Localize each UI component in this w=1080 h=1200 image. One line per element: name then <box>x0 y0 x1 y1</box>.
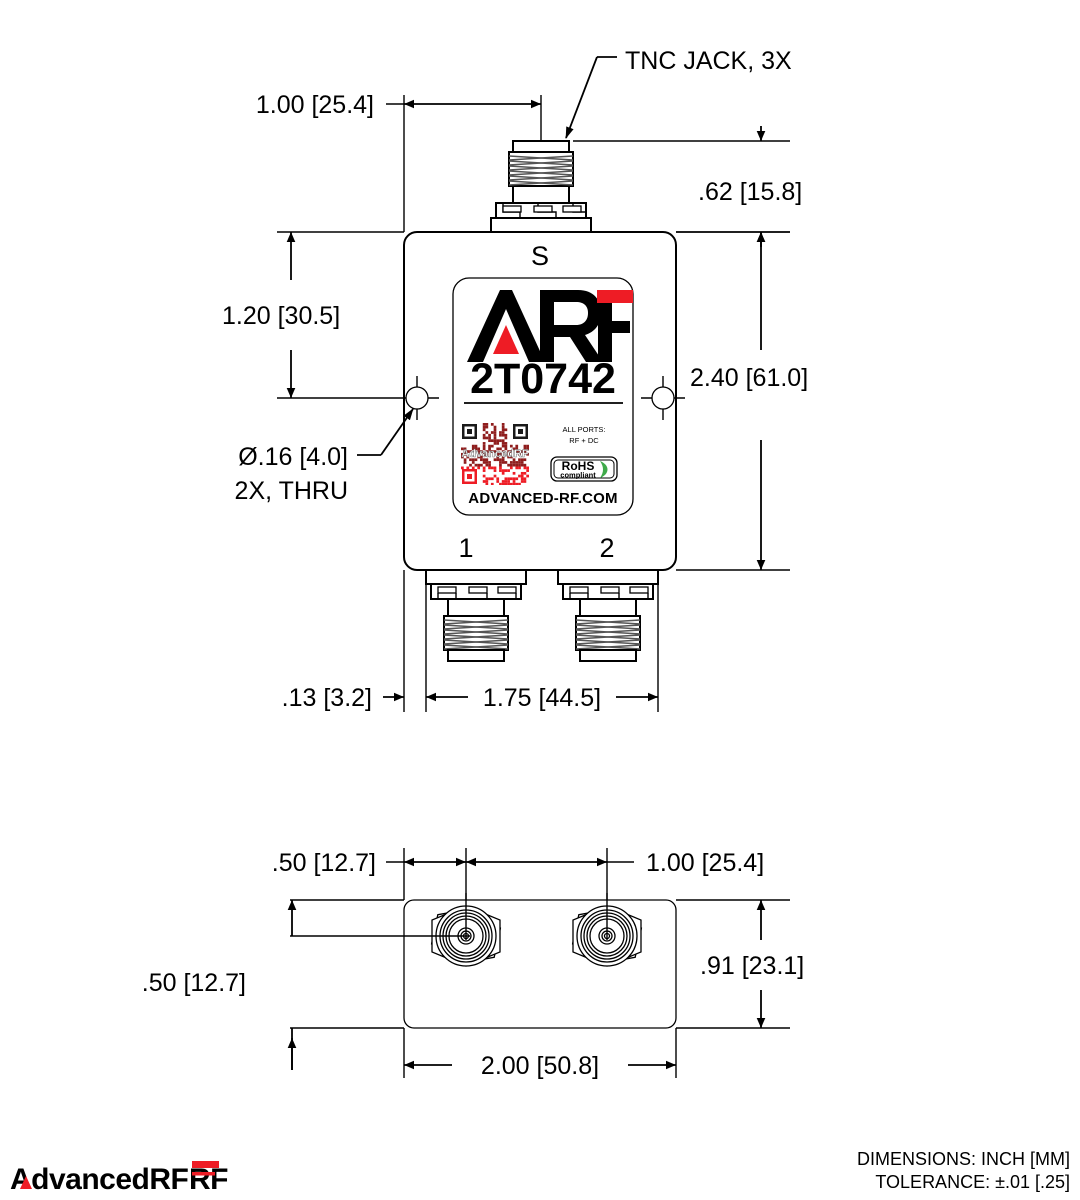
dim-text-port-spacing: 1.75 [44.5] <box>483 684 601 712</box>
dim-text-body-height: 2.40 [61.0] <box>690 364 808 392</box>
dim-text-connector-height: .62 [15.8] <box>698 178 802 206</box>
mounting-hole-right <box>641 376 685 420</box>
mounting-hole-left <box>395 376 439 420</box>
label-website: ADVANCED-RF.COM <box>468 490 617 507</box>
dim-text-bottom-port-pitch: 1.00 [25.4] <box>646 849 764 877</box>
dim-bottom-body-width: 2.00 [50.8] <box>403 1028 677 1080</box>
dim-bottom-left-offset: .50 [12.7] <box>272 848 467 900</box>
dim-port-spacing: 1.75 [44.5] <box>426 584 659 712</box>
footer-logo-accent-bar <box>192 1161 219 1168</box>
callout-tnc-jack: TNC JACK, 3X <box>565 47 792 139</box>
callout-text-tnc-jack: TNC JACK, 3X <box>625 47 792 75</box>
label-ports-note-line1: ALL PORTS: <box>563 425 606 434</box>
port-marking-s: S <box>531 241 549 271</box>
footer-logo-accent-triangle <box>20 1176 32 1189</box>
dim-offset-top-left: 1.00 [25.4] <box>256 91 542 232</box>
qr-code: AdvancedRF <box>461 423 529 485</box>
qr-overlay-label: AdvancedRF <box>461 448 529 460</box>
connector-port-2 <box>557 569 659 662</box>
rohs-sub-text: compliant <box>560 471 596 480</box>
rohs-badge: RoHS compliant <box>550 456 618 482</box>
arf-logo <box>467 290 633 362</box>
dim-text-bottom-body-height: .91 [23.1] <box>700 952 804 980</box>
dim-text-bottom-body-width: 2.00 [50.8] <box>481 1052 599 1080</box>
dim-text-bottom-vertical-offset: .50 [12.7] <box>142 969 246 997</box>
dim-edge-offset: .13 [3.2] <box>282 570 427 712</box>
footer-brand-rf: RF <box>189 1163 228 1196</box>
rohs-leaf-icon <box>600 461 608 478</box>
dim-bottom-vertical-offset: .50 [12.7] <box>142 899 404 1070</box>
logo-accent-triangle <box>493 325 519 354</box>
footer-dimensions-note: DIMENSIONS: INCH [MM] <box>857 1149 1070 1169</box>
callout-text-hole-dia: Ø.16 [4.0] <box>238 443 348 471</box>
port-marking-1: 1 <box>458 533 473 563</box>
port-marking-2: 2 <box>599 533 614 563</box>
footer-brand-text: AdvancedRF <box>10 1163 189 1196</box>
dim-bottom-body-height: .91 [23.1] <box>676 899 804 1029</box>
dim-text-hole-from-top: 1.20 [30.5] <box>222 302 340 330</box>
dim-hole-from-top: 1.20 [30.5] <box>222 231 404 399</box>
dim-text-bottom-left-offset: .50 [12.7] <box>272 849 376 877</box>
footer-tolerance-note: TOLERANCE: ±.01 [.25] <box>875 1172 1070 1192</box>
label-part-number: 2T0742 <box>470 355 616 403</box>
dim-body-height: 2.40 [61.0] <box>676 231 808 571</box>
footer-brand-logo: AdvancedRF RF <box>10 1161 229 1196</box>
logo-accent-bar <box>597 290 633 303</box>
footer-logo-accent-bar2 <box>192 1172 215 1176</box>
dim-bottom-port-pitch: 1.00 [25.4] <box>466 848 764 900</box>
product-label: 2T0742 <box>452 277 634 516</box>
connector-port-1 <box>425 569 527 662</box>
label-ports-note-line2: RF + DC <box>569 436 599 445</box>
rohs-main-text: RoHS <box>562 459 595 473</box>
callout-hole-dia: Ø.16 [4.0] 2X, THRU <box>235 408 414 505</box>
dim-text-offset-top-left: 1.00 [25.4] <box>256 91 374 119</box>
bottom-view-connector-1 <box>430 905 502 967</box>
callout-text-hole-qty: 2X, THRU <box>235 477 348 505</box>
dim-connector-height: .62 [15.8] <box>573 126 802 247</box>
dim-text-edge-offset: .13 [3.2] <box>282 684 372 712</box>
connector-s <box>490 140 592 233</box>
